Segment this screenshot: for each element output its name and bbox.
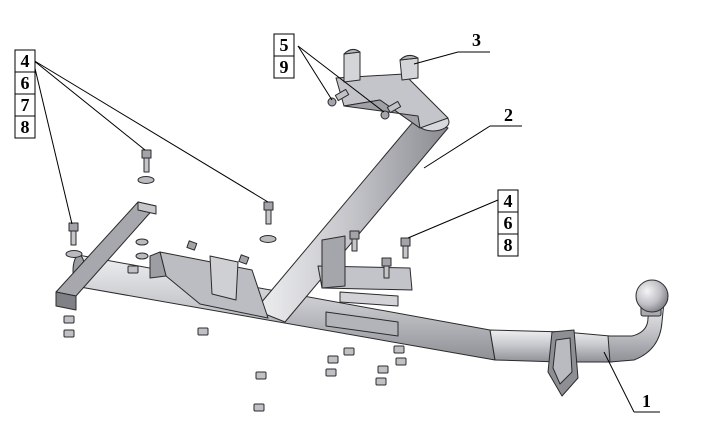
- callout-top-1: 9: [280, 57, 289, 77]
- callout-1: 1: [642, 391, 651, 411]
- washers: [65, 176, 277, 260]
- leader-lines: [32, 45, 660, 413]
- nuts: [63, 265, 407, 412]
- bolt-bracket-a: [186, 240, 198, 251]
- bolt-right-a: [349, 230, 360, 252]
- callout-left-1: 6: [21, 73, 30, 93]
- socket-plate: [547, 329, 579, 397]
- callout-right-0: 4: [504, 191, 513, 211]
- bolts: [68, 149, 411, 279]
- left-side-plate: [55, 201, 157, 311]
- callout-left-3: 8: [21, 117, 30, 137]
- callout-left-0: 4: [21, 51, 30, 71]
- tow-hook: [607, 279, 669, 363]
- diagonal-arm: [254, 112, 450, 323]
- top-bracket: [335, 48, 449, 129]
- callout-2: 2: [504, 105, 513, 125]
- callout-stack-right: 4 6 8: [497, 189, 519, 257]
- crossbar-clamp: [325, 311, 399, 337]
- top-bracket-bolts: [327, 88, 402, 120]
- callout-3: 3: [472, 30, 481, 50]
- callout-stack-top: 5 9: [273, 33, 295, 79]
- callout-right-2: 8: [504, 235, 513, 255]
- tow-ball: [635, 279, 669, 313]
- bolt-right-b: [400, 237, 411, 259]
- callout-right-1: 6: [504, 213, 513, 233]
- callout-left-2: 7: [21, 95, 30, 115]
- callout-stack-left: 4 6 7 8: [14, 49, 36, 139]
- right-center-bracket: [317, 235, 413, 307]
- center-left-bracket: [149, 251, 269, 319]
- callout-top-0: 5: [280, 35, 289, 55]
- bolt-bracket-b: [238, 254, 250, 265]
- bolt-right-c: [381, 257, 392, 279]
- bolt-mid-left: [141, 149, 152, 173]
- bolt-center: [263, 201, 274, 225]
- bolt-left: [68, 222, 79, 246]
